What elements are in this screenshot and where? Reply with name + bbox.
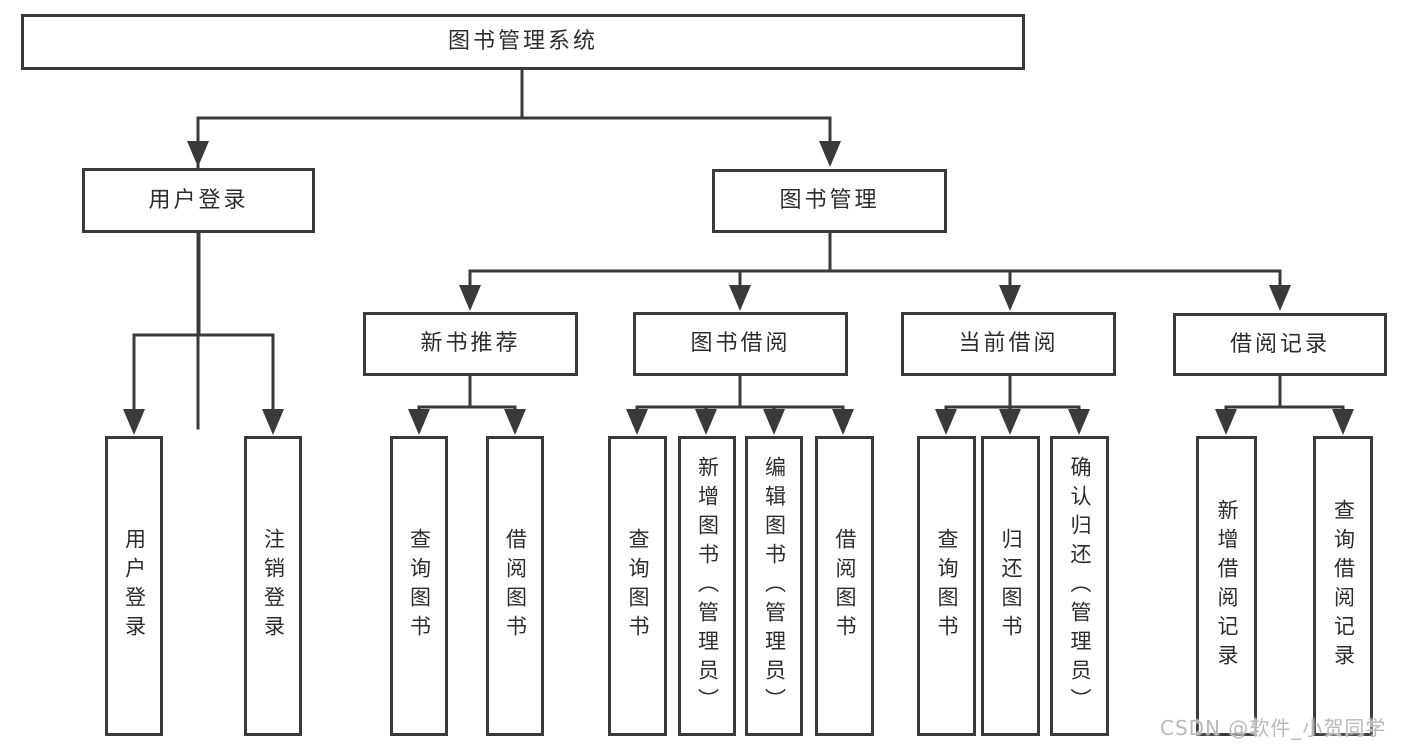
node-current-borrow-label: 当前借阅	[958, 331, 1059, 356]
node-user-login: 用户登录	[82, 168, 315, 233]
leaf-newbooks-query-books: 查询图书	[390, 436, 448, 736]
leaf-newbooks-query-books-label: 查询图书	[407, 528, 432, 644]
leaf-records-query-record: 查询借阅记录	[1313, 436, 1373, 736]
node-root: 图书管理系统	[21, 14, 1025, 70]
leaf-current-return-books: 归还图书	[981, 436, 1040, 736]
node-borrow-records-label: 借阅记录	[1229, 331, 1330, 357]
node-borrow-records: 借阅记录	[1173, 313, 1387, 376]
leaf-borrow-borrow-books-label: 借阅图书	[833, 528, 857, 644]
leaf-user-login: 用户登录	[105, 436, 163, 736]
leaf-current-confirm-return-admin-label: 确认归还（管理员）	[1068, 455, 1092, 717]
leaf-current-query-books: 查询图书	[917, 436, 976, 736]
connector-records-split	[1224, 374, 1345, 430]
leaf-current-query-books-label: 查询图书	[935, 528, 959, 644]
leaf-records-add-record: 新增借阅记录	[1196, 436, 1257, 736]
node-book-borrow-label: 图书借阅	[690, 331, 791, 356]
leaf-records-query-record-label: 查询借阅记录	[1331, 499, 1356, 673]
leaf-newbooks-borrow-books: 借阅图书	[486, 436, 544, 736]
leaf-borrow-add-books-admin: 新增图书（管理员）	[678, 436, 736, 736]
connector-book-mgmt-split	[468, 231, 1282, 305]
leaf-current-return-books-label: 归还图书	[999, 528, 1023, 644]
connector-user-login-split	[132, 231, 275, 430]
leaf-logout-login-label: 注销登录	[261, 528, 286, 644]
leaf-borrow-borrow-books: 借阅图书	[815, 436, 874, 736]
leaf-user-login-label: 用户登录	[122, 528, 147, 644]
leaf-newbooks-borrow-books-label: 借阅图书	[503, 528, 528, 644]
node-new-book-recommend: 新书推荐	[363, 312, 578, 376]
leaf-logout-login: 注销登录	[244, 436, 302, 736]
leaf-borrow-query-books-label: 查询图书	[626, 528, 650, 644]
node-book-borrow: 图书借阅	[633, 312, 848, 376]
connector-new-books-split	[417, 374, 517, 430]
connector-current-borrow-split	[944, 374, 1081, 430]
connector-book-borrow-split	[635, 374, 845, 430]
node-new-book-recommend-label: 新书推荐	[420, 331, 521, 356]
node-book-management: 图书管理	[712, 169, 947, 233]
leaf-borrow-edit-books-admin: 编辑图书（管理员）	[745, 436, 803, 736]
leaf-borrow-edit-books-admin-label: 编辑图书（管理员）	[762, 455, 787, 717]
node-root-label: 图书管理系统	[447, 29, 598, 54]
leaf-borrow-add-books-admin-label: 新增图书（管理员）	[695, 455, 720, 717]
leaf-borrow-query-books: 查询图书	[608, 436, 667, 736]
csdn-watermark: CSDN @软件_小贺同学	[1160, 716, 1387, 740]
node-user-login-label: 用户登录	[148, 187, 249, 213]
node-book-management-label: 图书管理	[779, 188, 880, 213]
leaf-current-confirm-return-admin: 确认归还（管理员）	[1050, 436, 1109, 736]
leaf-records-add-record-label: 新增借阅记录	[1215, 499, 1239, 673]
node-current-borrow: 当前借阅	[901, 312, 1116, 376]
